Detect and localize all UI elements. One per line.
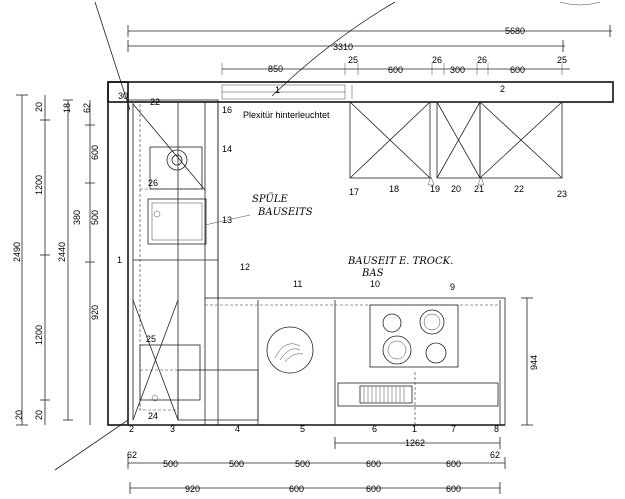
label-2: 2 [500, 84, 505, 94]
note-bas: BAS [361, 268, 384, 279]
dim-20-bottom: 20 [34, 410, 44, 420]
dim-62: 62 [82, 103, 92, 113]
label-23: 23 [557, 189, 567, 199]
label-1-left: 1 [117, 255, 122, 265]
note-bauseits: BAUSEITS [257, 207, 313, 218]
label-20: 20 [451, 184, 461, 194]
dim-920: 920 [90, 305, 100, 320]
dim-bottom-600e: 600 [446, 484, 461, 494]
dim-380: 380 [72, 210, 82, 225]
dim-bottom-600d: 600 [366, 484, 381, 494]
dim-bottom-920: 920 [185, 484, 200, 494]
dim-600: 600 [90, 145, 100, 160]
dim-944: 944 [529, 355, 539, 370]
label-1-bottom: 1 [412, 424, 417, 434]
wall-cabinet-strip [107, 81, 614, 103]
plexi-door-note: Plexitür hinterleuchtet [243, 110, 330, 120]
label-17: 17 [349, 187, 359, 197]
bottom-dimension-chains [127, 437, 506, 494]
dim-1200-bottom: 1200 [34, 325, 44, 345]
dim-20-top: 20 [34, 102, 44, 112]
dim-26b: 26 [477, 55, 487, 65]
dim-bottom-600a: 600 [366, 459, 381, 469]
dim-300: 300 [450, 65, 465, 75]
dim-600a: 600 [388, 65, 403, 75]
bottom-counter-run [128, 297, 506, 426]
label-4: 4 [235, 424, 240, 434]
label-7: 7 [451, 424, 456, 434]
label-18: 18 [389, 184, 399, 194]
dim-bottom-500b: 500 [229, 459, 244, 469]
label-21: 21 [474, 184, 484, 194]
pen-stroke [54, 419, 129, 471]
label-8: 8 [494, 424, 499, 434]
dim-850: 850 [268, 64, 283, 74]
label-25: 25 [146, 334, 156, 344]
dim-total: 5680 [505, 26, 525, 36]
label-11: 11 [293, 279, 302, 289]
dim-bottom-600c: 600 [289, 484, 304, 494]
dim-20-bottom-outer: 20 [14, 410, 24, 420]
pen-stroke [271, 1, 396, 97]
label-6: 6 [372, 424, 377, 434]
label-10: 10 [370, 279, 380, 289]
dim-2490: 2490 [12, 242, 22, 262]
top-dimension-chain [127, 25, 612, 75]
label-16: 16 [222, 105, 232, 115]
label-5: 5 [300, 424, 305, 434]
pen-stroke [94, 1, 131, 111]
dim-18: 18 [62, 103, 72, 113]
left-counter-run [107, 81, 219, 426]
left-dimension-chains [16, 94, 95, 426]
label-19: 19 [430, 184, 440, 194]
dim-26a: 26 [432, 55, 442, 65]
label-22-small: 22 [150, 97, 160, 107]
label-14: 14 [222, 144, 232, 154]
dim-bottom-500c: 500 [295, 459, 310, 469]
label-2-bottom: 2 [129, 424, 134, 434]
dim-500: 500 [90, 210, 100, 225]
label-26: 26 [148, 178, 158, 188]
dim-bottom-62b: 62 [490, 450, 500, 460]
dim-1262: 1262 [405, 438, 425, 448]
note-spule: SPÜLE [252, 193, 288, 205]
label-12: 12 [240, 262, 250, 272]
pen-stroke [559, 1, 601, 6]
label-30: 30 [118, 91, 128, 101]
right-dimension [521, 297, 533, 426]
dim-bottom-62a: 62 [127, 450, 137, 460]
label-3: 3 [170, 424, 175, 434]
dim-600b: 600 [510, 65, 525, 75]
label-22: 22 [514, 184, 524, 194]
upper-cabinets [349, 101, 563, 186]
note-arrow [204, 214, 251, 226]
label-9: 9 [450, 282, 455, 292]
dim-25a: 25 [348, 55, 358, 65]
dim-2440: 2440 [57, 242, 67, 262]
label-24: 24 [148, 411, 158, 421]
dim-run: 3310 [333, 42, 353, 52]
note-bauseit-trock: BAUSEIT E. TROCK. [347, 256, 453, 267]
dim-1200-top: 1200 [34, 175, 44, 195]
label-1-top: 1 [275, 85, 280, 95]
dim-bottom-600b: 600 [446, 459, 461, 469]
dim-bottom-500a: 500 [163, 459, 178, 469]
dim-25b: 25 [557, 55, 567, 65]
